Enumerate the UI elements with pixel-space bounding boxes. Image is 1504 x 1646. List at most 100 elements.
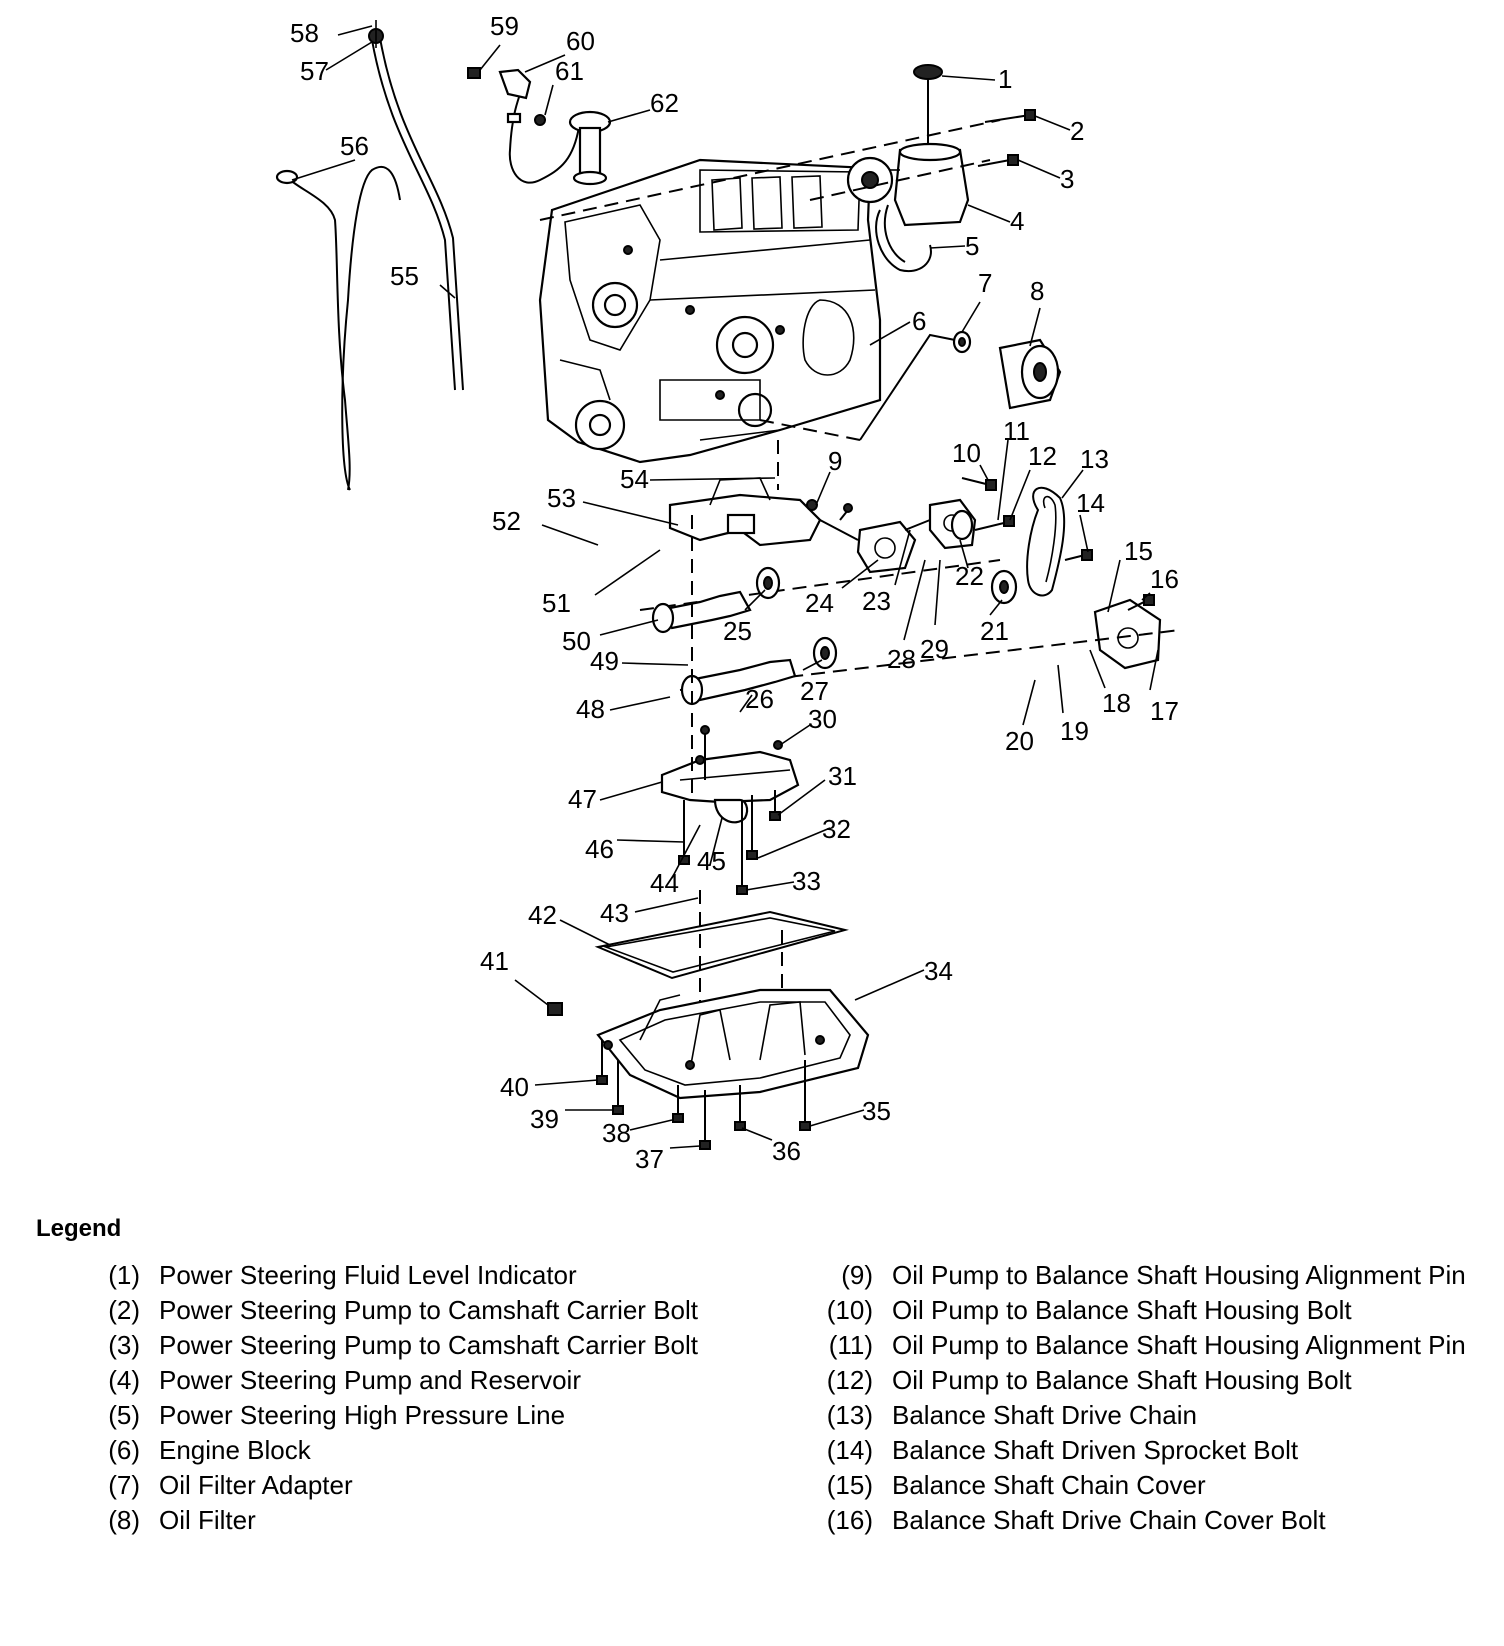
callout-46: 46 [585, 834, 614, 864]
callout-62: 62 [650, 88, 679, 118]
legend-item: (2) Power Steering Pump to Camshaft Carri… [95, 1295, 795, 1325]
legend-item-text: Balance Shaft Drive Chain Cover Bolt [892, 1505, 1326, 1535]
engine-block [538, 158, 882, 464]
callout-24: 24 [805, 588, 834, 618]
callout-22: 22 [955, 561, 984, 591]
legend-item-number: (4) [108, 1365, 140, 1395]
callout-57: 57 [300, 56, 329, 86]
callout-42: 42 [528, 900, 557, 930]
callout-47: 47 [568, 784, 597, 814]
callout-3: 3 [1060, 164, 1074, 194]
callout-26: 26 [745, 684, 774, 714]
callout-50: 50 [562, 626, 591, 656]
callout-23: 23 [862, 586, 891, 616]
legend-item: (3) Power Steering Pump to Camshaft Carri… [95, 1330, 795, 1360]
legend-item-number: (10) [826, 1295, 873, 1325]
legend-item: (12)Oil Pump to Balance Shaft Housing Bo… [815, 1365, 1495, 1395]
legend-item-text: Engine Block [159, 1435, 311, 1465]
callout-52: 52 [492, 506, 521, 536]
callout-41: 41 [480, 946, 509, 976]
legend-item-text: Oil Filter [159, 1505, 256, 1535]
callout-17: 17 [1150, 696, 1179, 726]
legend-item: (16)Balance Shaft Drive Chain Cover Bolt [815, 1505, 1495, 1535]
legend-item: (4) Power Steering Pump and Reservoir [95, 1365, 795, 1395]
legend-item-number: (5) [108, 1400, 140, 1430]
callout-60: 60 [566, 26, 595, 56]
breather-hose [467, 67, 581, 184]
cover-bolt-16 [1127, 594, 1155, 611]
housing-bolt-10 [961, 477, 997, 491]
callout-4: 4 [1010, 206, 1024, 236]
callout-19: 19 [1060, 716, 1089, 746]
legend-item: (10) Oil Pump to Balance Shaft Housing Bo… [815, 1295, 1495, 1325]
legend-item: (15) Balance Shaft Chain Cover [815, 1470, 1495, 1500]
oil-filter [998, 338, 1062, 410]
callout-16: 16 [1150, 564, 1179, 594]
legend-item-text: Power Steering Pump to Camshaft Carrier … [159, 1295, 698, 1325]
legend-item-text: Balance Shaft Drive Chain [892, 1400, 1197, 1430]
dipstick-tube [371, 37, 464, 391]
legend-item-text: Oil Pump to Balance Shaft Housing Alignm… [892, 1260, 1466, 1290]
legend-item: (13) Balance Shaft Drive Chain [815, 1400, 1495, 1430]
callout-61: 61 [555, 56, 584, 86]
housing-lower [660, 740, 800, 824]
legend-item-text: Power Steering Pump and Reservoir [159, 1365, 581, 1395]
housing-bolts [678, 725, 781, 895]
callout-49: 49 [590, 646, 619, 676]
callout-20: 20 [1005, 726, 1034, 756]
legend-item: (1)Power Steering Fluid Level Indicator [95, 1260, 795, 1290]
callout-15: 15 [1124, 536, 1153, 566]
callout-8: 8 [1030, 276, 1044, 306]
legend-item-text: Oil Pump to Balance Shaft Housing Bolt [892, 1295, 1352, 1325]
legend-item-number: (11) [828, 1330, 873, 1360]
callout-37: 37 [635, 1144, 664, 1174]
balance-shaft-drive-chain [1026, 486, 1066, 597]
legend-item: (9)Oil Pump to Balance Shaft Housing Ali… [815, 1260, 1495, 1290]
legend-item: (14)Balance Shaft Driven Sprocket Bolt [815, 1435, 1495, 1465]
callout-21: 21 [980, 616, 1009, 646]
oil-pump-body [819, 498, 977, 574]
legend-item-number: (14) [826, 1435, 873, 1465]
legend-item-number: (8) [108, 1505, 140, 1535]
legend-item-number: (12) [826, 1365, 873, 1395]
tube-clip [368, 20, 384, 48]
oil-fill-cap [568, 110, 612, 186]
callout-9: 9 [828, 446, 842, 476]
chain-cover [1093, 598, 1162, 670]
callout-6: 6 [912, 306, 926, 336]
legend-item: (6)Engine Block [95, 1435, 795, 1465]
callout-10: 10 [952, 438, 981, 468]
callout-43: 43 [600, 898, 629, 928]
callout-7: 7 [978, 268, 992, 298]
callout-14: 14 [1076, 488, 1105, 518]
callout-2: 2 [1070, 116, 1084, 146]
oil-pan-bolts [596, 1040, 811, 1150]
callout-25: 25 [723, 616, 752, 646]
callout-13: 13 [1080, 444, 1109, 474]
legend-item-text: Balance Shaft Chain Cover [892, 1470, 1206, 1500]
balance-shaft-lower [679, 629, 1181, 706]
oil-dipstick [275, 165, 401, 491]
callout-32: 32 [822, 814, 851, 844]
legend-item-text: Power Steering Pump to Camshaft Carrier … [159, 1330, 698, 1360]
legend-item-number: (13) [826, 1400, 873, 1430]
balance-shaft-sprocket-21 [990, 569, 1018, 605]
legend-item-text: Power Steering High Pressure Line [159, 1400, 566, 1430]
legend-item: (11) Oil Pump to Balance Shaft Housing Al… [815, 1330, 1495, 1360]
callout-55: 55 [390, 261, 419, 291]
callout-30: 30 [808, 704, 837, 734]
callout-35: 35 [862, 1096, 891, 1126]
legend-title: Legend [36, 1215, 122, 1242]
balance-shaft-housing-upper [668, 477, 822, 547]
legend-item-text: Oil Filter Adapter [159, 1470, 353, 1500]
callout-27: 27 [800, 676, 829, 706]
callout-12: 12 [1028, 441, 1057, 471]
legend: Legend (1)Power Steering Fluid Level Ind… [0, 1205, 1504, 1645]
legend-item-number: (15) [826, 1470, 873, 1500]
alignment-pin-9 [839, 503, 853, 521]
legend-item-number: (3) [108, 1330, 140, 1360]
callout-28: 28 [887, 644, 916, 674]
legend-item-text: Oil Pump to Balance Shaft Housing Alignm… [892, 1330, 1466, 1360]
legend-item-number: (2) [108, 1295, 140, 1325]
legend-item-text: Power Steering Fluid Level Indicator [159, 1260, 577, 1290]
